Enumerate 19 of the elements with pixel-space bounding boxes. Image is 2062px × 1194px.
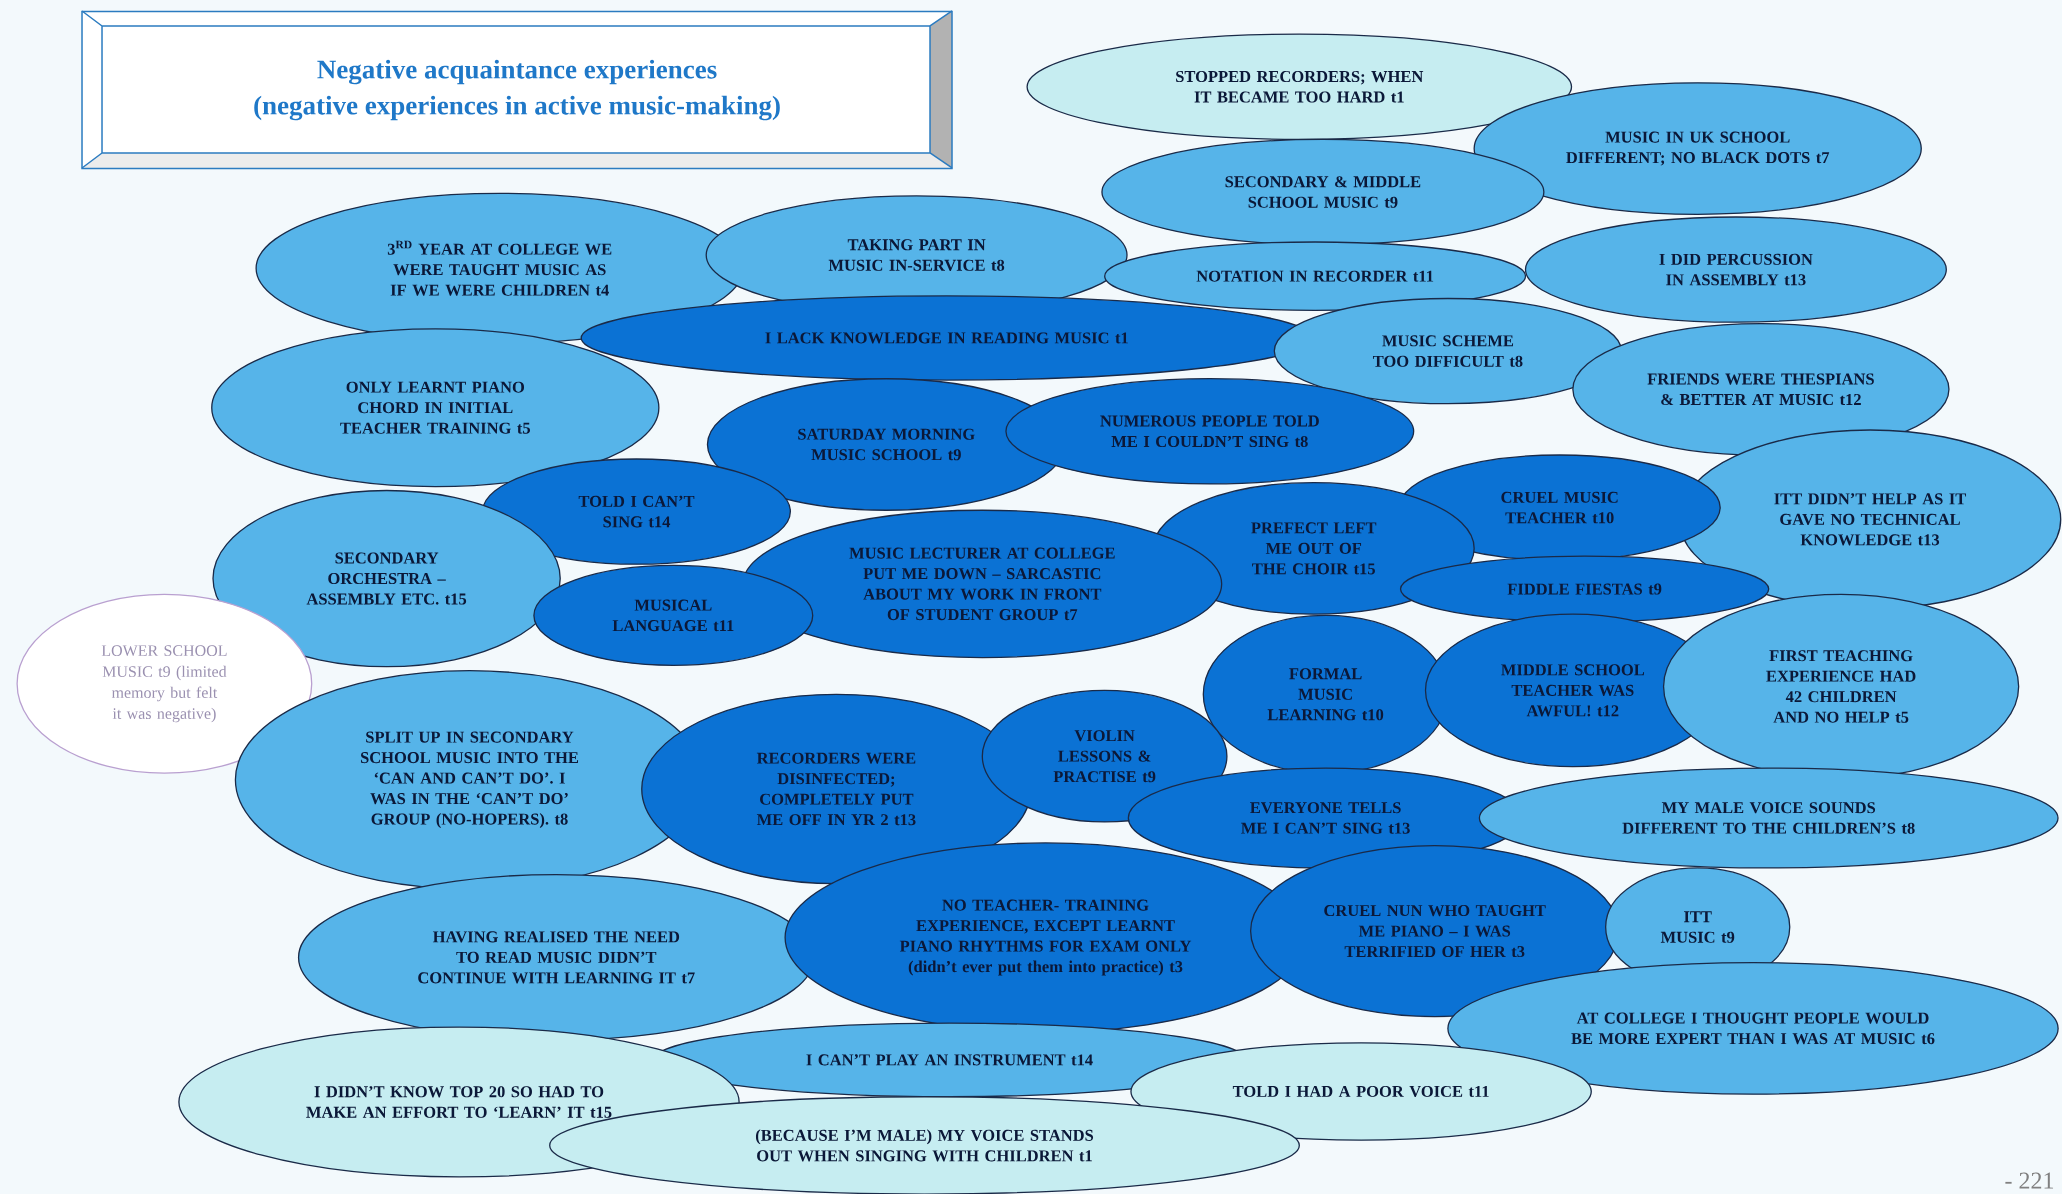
bubble: I LACK KNOWLEDGE IN READING MUSIC t1	[580, 295, 1314, 381]
page-number: - 221	[2005, 1172, 2054, 1189]
bubble: FORMAL MUSIC LEARNING t10	[1202, 614, 1449, 774]
bubble: NUMEROUS PEOPLE TOLD ME I COULDN’T SING t8	[1005, 378, 1415, 485]
node-label: (BECAUSE I’M MALE) MY VOICE STANDS OUT WHEN SINGING WITH CHILDREN t1	[755, 1129, 1094, 1162]
title-box: Negative acquaintance experiences (negative experiences in active music-making)	[81, 10, 953, 170]
bubble: MUSICAL LANGUAGE t11	[533, 564, 814, 666]
bubble: HAVING REALISED THE NEED TO READ MUSIC DIDN’T CONTINUE WITH LEARNING IT t7	[297, 873, 815, 1041]
bubble: FIRST TEACHING EXPERIENCE HAD 42 CHILDREN AND NO HELP t5	[1662, 593, 2020, 780]
bubble: ONLY LEARNT PIANO CHORD IN INITIAL TEACHER TRAINING t5	[211, 328, 660, 488]
bubble: STOPPED RECORDERS; WHEN IT BECAME TOO HARD t1	[1026, 33, 1573, 141]
bubble: FRIENDS WERE THESPIANS & BETTER AT MUSIC t12	[1572, 322, 1950, 456]
bubble: NOTATION IN RECORDER t11	[1104, 241, 1527, 312]
bubble: MUSIC IN UK SCHOOL DIFFERENT; NO BLACK DOTS t7	[1473, 82, 1922, 215]
bubble: SECONDARY & MIDDLE SCHOOL MUSIC t9	[1101, 138, 1545, 246]
bubble: MUSIC SCHEME TOO DIFFICULT t8	[1273, 297, 1623, 405]
bubble: FIDDLE FIESTAS t9	[1399, 555, 1770, 623]
bubble: I DID PERCUSSION IN ASSEMBLY t13	[1524, 216, 1947, 323]
bubble: TOLD I CAN’T SING t14	[482, 458, 791, 565]
